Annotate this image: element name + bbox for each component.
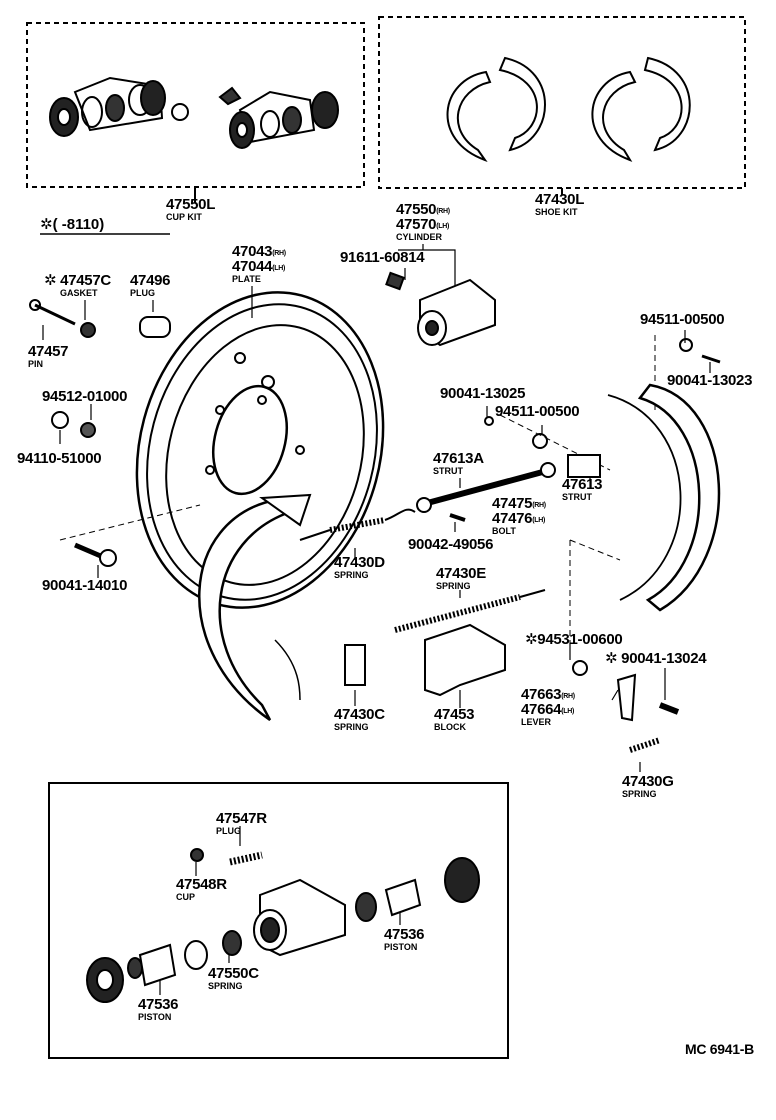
front-brake-shoe — [198, 498, 293, 722]
label-90041-13023: 90041-13023 — [667, 372, 753, 389]
cylinder-exploded — [86, 848, 480, 1003]
label-90041-13025: 90041-13025 — [440, 385, 526, 402]
leader-lines — [42, 244, 711, 995]
diagram-code: MC 6941-B — [685, 1041, 754, 1057]
label-94110-51000: 94110-51000 — [17, 450, 102, 467]
label-90041-14010: 90041-14010 — [42, 577, 128, 594]
label-cylinder: 47550(RH) 47570(LH) CYLINDER — [396, 201, 450, 242]
date-note: ✲( -8110) — [40, 216, 105, 233]
rear-brake-shoe — [637, 383, 721, 612]
label-91611-60814: 91611-60814 — [340, 249, 425, 266]
label-94531-00600: ✲94531-00600 — [525, 631, 623, 648]
label-gasket: ✲ 47457C GASKET — [44, 272, 111, 298]
label-94511-00500-b: 94511-00500 — [495, 403, 580, 420]
small-parts — [29, 299, 721, 753]
label-plate: 47043(RH) 47044(LH) PLATE — [232, 243, 286, 284]
label-lever: 47663(RH) 47664(LH) LEVER — [521, 686, 575, 727]
shoe-kit-parts — [446, 56, 691, 163]
label-94511-00500-a: 94511-00500 — [640, 311, 725, 328]
cylinder-detail-box — [48, 782, 509, 1059]
cup-kit-parts — [49, 76, 339, 149]
label-90042-49056: 90042-49056 — [408, 536, 494, 553]
label-bolt: 47475(RH) 47476(LH) BOLT — [492, 495, 546, 536]
label-94512-01000: 94512-01000 — [42, 388, 128, 405]
label-90041-13024: ✲ 90041-13024 — [605, 650, 707, 667]
wheel-cylinder — [385, 271, 496, 347]
